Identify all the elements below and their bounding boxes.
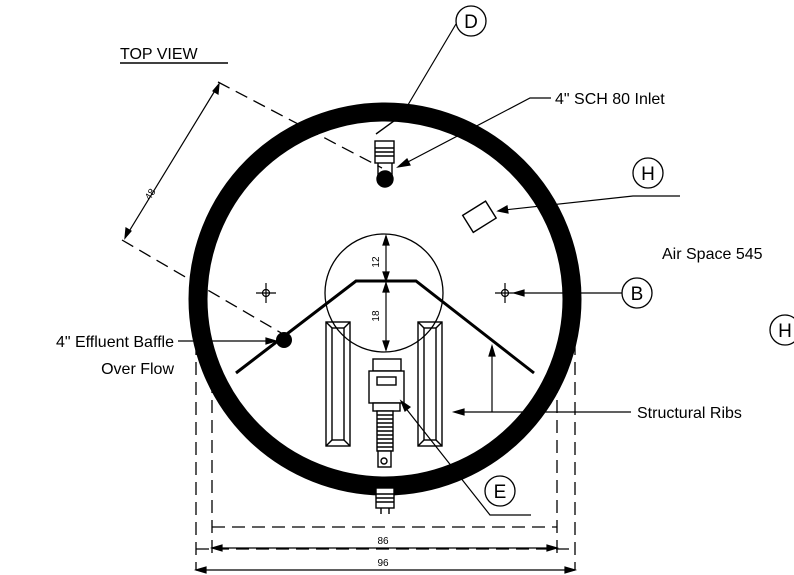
callout-h-top-bubble	[632, 157, 664, 189]
access-opening	[324, 233, 444, 353]
callout-d-letter: D	[464, 12, 478, 33]
callout-h-top-leader	[496, 195, 680, 214]
leader-baffle	[178, 337, 279, 345]
dim-48-line	[124, 82, 220, 240]
dim-48-label: 48	[143, 187, 158, 203]
inlet-label: 4" SCH 80 Inlet	[555, 91, 665, 108]
callout-d-bubble	[455, 5, 487, 37]
rib-height-dim	[488, 343, 496, 412]
structural-rib-right	[417, 321, 443, 447]
callout-b-leader	[511, 289, 622, 297]
dim-96-label: 96	[377, 558, 389, 569]
baffle-label-line2: Over Flow	[101, 361, 174, 378]
dim-96-line	[193, 566, 578, 574]
callout-d-leader	[398, 23, 457, 121]
callout-h-right-letter: H	[778, 321, 792, 342]
inlet-pipe	[374, 117, 399, 188]
crosshair-right	[495, 283, 515, 303]
dim-18-label: 18	[371, 310, 382, 322]
tank-wall	[188, 102, 582, 496]
pump-assembly	[368, 358, 405, 468]
baffle-label-line1: 4" Effluent Baffle	[56, 334, 174, 351]
callout-b-letter: B	[631, 284, 644, 305]
dim-86-label: 86	[377, 536, 389, 547]
callout-e-leader	[399, 399, 531, 516]
structural-rib-left	[325, 321, 351, 447]
dim-12-label: 12	[371, 256, 382, 268]
leader-ribs	[451, 408, 631, 416]
outlet-fitting	[375, 487, 395, 514]
air-space-label: Air Space 545	[662, 246, 763, 263]
callout-h-top-letter: H	[641, 164, 655, 185]
callout-e-bubble	[484, 475, 516, 507]
dim-12-18	[382, 234, 390, 352]
dim-86-line	[209, 544, 560, 552]
ribs-label: Structural Ribs	[637, 405, 742, 422]
effluent-baffle-pipe	[276, 332, 292, 348]
crosshair-left	[256, 283, 276, 303]
riser-square	[461, 200, 498, 234]
callout-e-letter: E	[494, 482, 507, 503]
view-title: TOP VIEW	[120, 46, 199, 63]
callout-h-right-bubble	[769, 314, 794, 346]
leader-inlet	[396, 97, 551, 168]
